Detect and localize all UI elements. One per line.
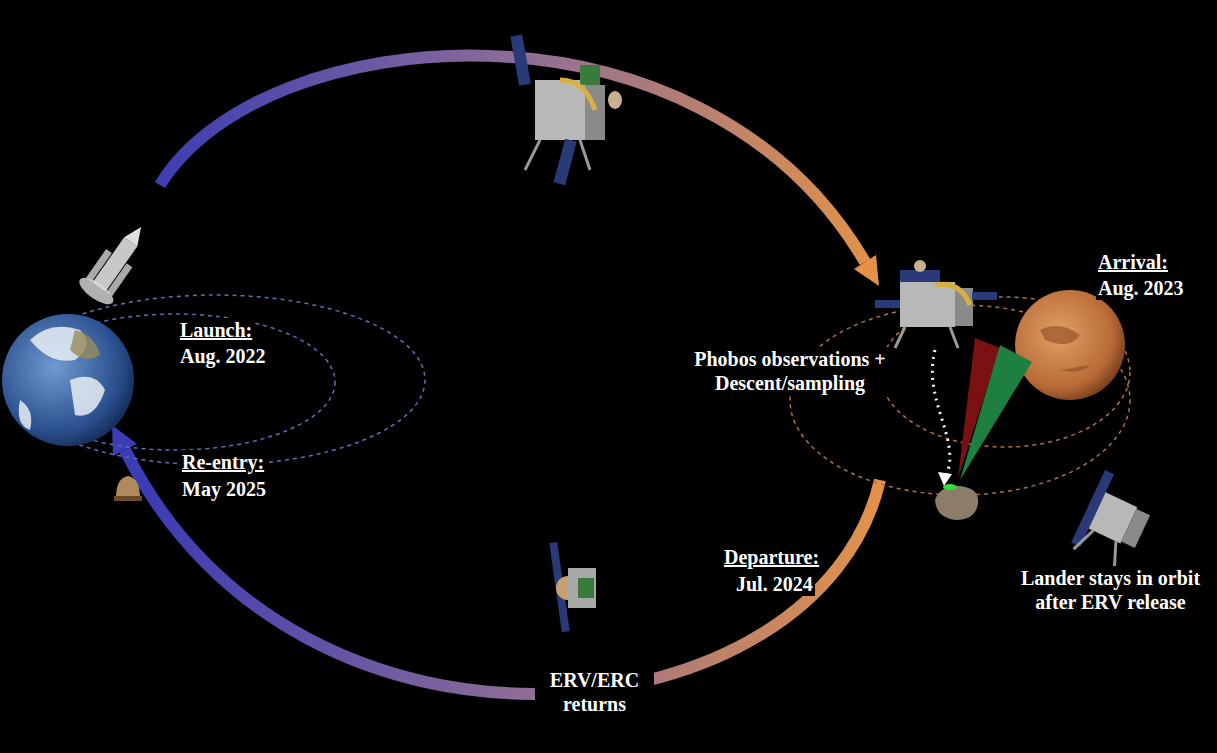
timeline-label: Aug. 2022	[178, 344, 268, 368]
event-heading: Departure:	[722, 545, 821, 569]
timeline-label: May 2025	[180, 477, 268, 501]
capsule	[114, 476, 142, 501]
arrowhead	[854, 255, 879, 286]
earth-land	[70, 330, 100, 359]
timeline-label: ERV/ERC returns	[535, 668, 654, 716]
event-heading: Re-entry:	[180, 450, 266, 474]
timeline-label: Lander stays in orbit after ERV release	[1010, 566, 1211, 614]
rocket	[75, 216, 157, 309]
timeline-label: Phobos observations + Descent/sampling	[688, 347, 892, 395]
outbound-arc	[160, 56, 865, 262]
landing-site	[943, 484, 957, 490]
spacecraft	[510, 34, 622, 185]
earth-clouds	[19, 327, 105, 430]
event-heading: Arrival:	[1096, 250, 1170, 274]
descent-path	[932, 350, 949, 476]
earth	[2, 314, 134, 446]
phobos	[935, 486, 978, 520]
return-arc	[125, 450, 880, 694]
timeline-label: Aug. 2023	[1096, 276, 1186, 300]
lander	[1069, 470, 1159, 572]
event-heading: Launch:	[178, 318, 254, 342]
mars	[1015, 290, 1125, 400]
return-vehicle	[549, 542, 596, 632]
mars-surface	[1040, 326, 1090, 372]
timeline-label: Jul. 2024	[734, 572, 815, 596]
lander	[875, 260, 997, 348]
arrowhead	[938, 472, 952, 486]
arrowhead	[112, 425, 137, 456]
sensor-cone	[960, 345, 1032, 480]
